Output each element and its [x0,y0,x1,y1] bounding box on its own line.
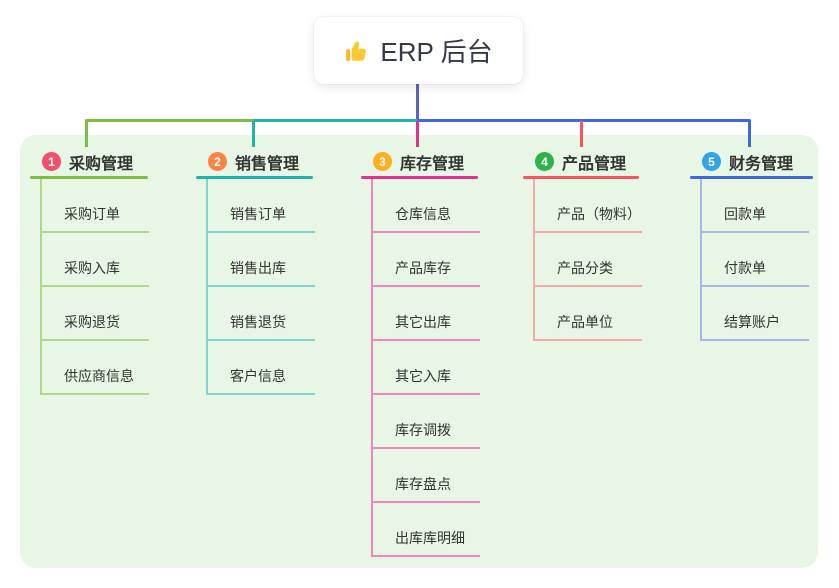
connector-drop-procurement [85,121,88,147]
root-label: ERP 后台 [380,37,493,67]
branch-inventory-title[interactable]: 3 库存管理 [361,147,478,176]
branch-label: 财务管理 [729,155,794,173]
branch-children: 回款单 付款单 结算账户 [700,179,813,341]
child-node[interactable]: 仓库信息 [373,179,480,233]
branch-sales: 2 销售管理 销售订单 销售出库 销售退货 客户信息 [196,147,315,395]
child-node[interactable]: 其它入库 [373,341,480,395]
branch-underline [196,176,313,179]
child-node[interactable]: 库存盘点 [373,449,480,503]
branch-sales-title[interactable]: 2 销售管理 [196,147,313,176]
branch-procurement-title[interactable]: 1 采购管理 [30,147,148,176]
branch-product: 4 产品管理 产品（物料） 产品分类 产品单位 [523,147,642,341]
branch-number-badge: 2 [208,152,227,171]
child-node[interactable]: 供应商信息 [42,341,149,395]
branch-children: 采购订单 采购入库 采购退货 供应商信息 [40,179,149,395]
child-node[interactable]: 库存调拨 [373,395,480,449]
child-node[interactable]: 产品单位 [535,287,642,341]
branch-underline [361,176,478,179]
branch-children: 产品（物料） 产品分类 产品单位 [533,179,642,341]
connector-horizontal-green [85,119,253,122]
child-node[interactable]: 产品分类 [535,233,642,287]
connector-drop-finance [748,121,751,147]
branch-product-title[interactable]: 4 产品管理 [523,147,639,176]
root-node[interactable]: ERP 后台 [314,17,523,84]
branch-underline [690,176,813,179]
child-node[interactable]: 销售订单 [208,179,315,233]
branches-background-panel [20,135,818,568]
branch-underline [523,176,639,179]
branch-label: 库存管理 [400,155,465,173]
child-node[interactable]: 其它出库 [373,287,480,341]
child-node[interactable]: 采购退货 [42,287,149,341]
child-node[interactable]: 出库库明细 [373,503,480,557]
child-node[interactable]: 产品（物料） [535,179,642,233]
branch-finance: 5 财务管理 回款单 付款单 结算账户 [690,147,813,341]
branch-number-badge: 3 [373,152,392,171]
branch-number-badge: 4 [535,152,554,171]
child-node[interactable]: 结算账户 [702,287,809,341]
branch-number-badge: 5 [702,152,721,171]
connector-drop-product [580,121,583,147]
child-node[interactable]: 回款单 [702,179,809,233]
child-node[interactable]: 销售出库 [208,233,315,287]
child-node[interactable]: 采购入库 [42,233,149,287]
branch-procurement: 1 采购管理 采购订单 采购入库 采购退货 供应商信息 [30,147,149,395]
thumbs-up-icon [344,38,370,64]
child-node[interactable]: 销售退货 [208,287,315,341]
child-node[interactable]: 客户信息 [208,341,315,395]
connector-horizontal-teal [253,119,417,122]
branch-underline [30,176,148,179]
connector-drop-sales [252,121,255,147]
branch-children: 仓库信息 产品库存 其它出库 其它入库 库存调拨 库存盘点 出库库明细 [371,179,480,557]
child-node[interactable]: 产品库存 [373,233,480,287]
root-stem-line [416,84,419,121]
branch-label: 采购管理 [69,155,134,173]
connector-horizontal-blue [417,119,751,122]
branch-children: 销售订单 销售出库 销售退货 客户信息 [206,179,315,395]
child-node[interactable]: 付款单 [702,233,809,287]
branch-label: 产品管理 [562,155,627,173]
branch-number-badge: 1 [42,152,61,171]
connector-drop-inventory [416,121,419,147]
branch-label: 销售管理 [235,155,300,173]
branch-finance-title[interactable]: 5 财务管理 [690,147,813,176]
branch-inventory: 3 库存管理 仓库信息 产品库存 其它出库 其它入库 库存调拨 库存盘点 出库库… [361,147,480,557]
child-node[interactable]: 采购订单 [42,179,149,233]
